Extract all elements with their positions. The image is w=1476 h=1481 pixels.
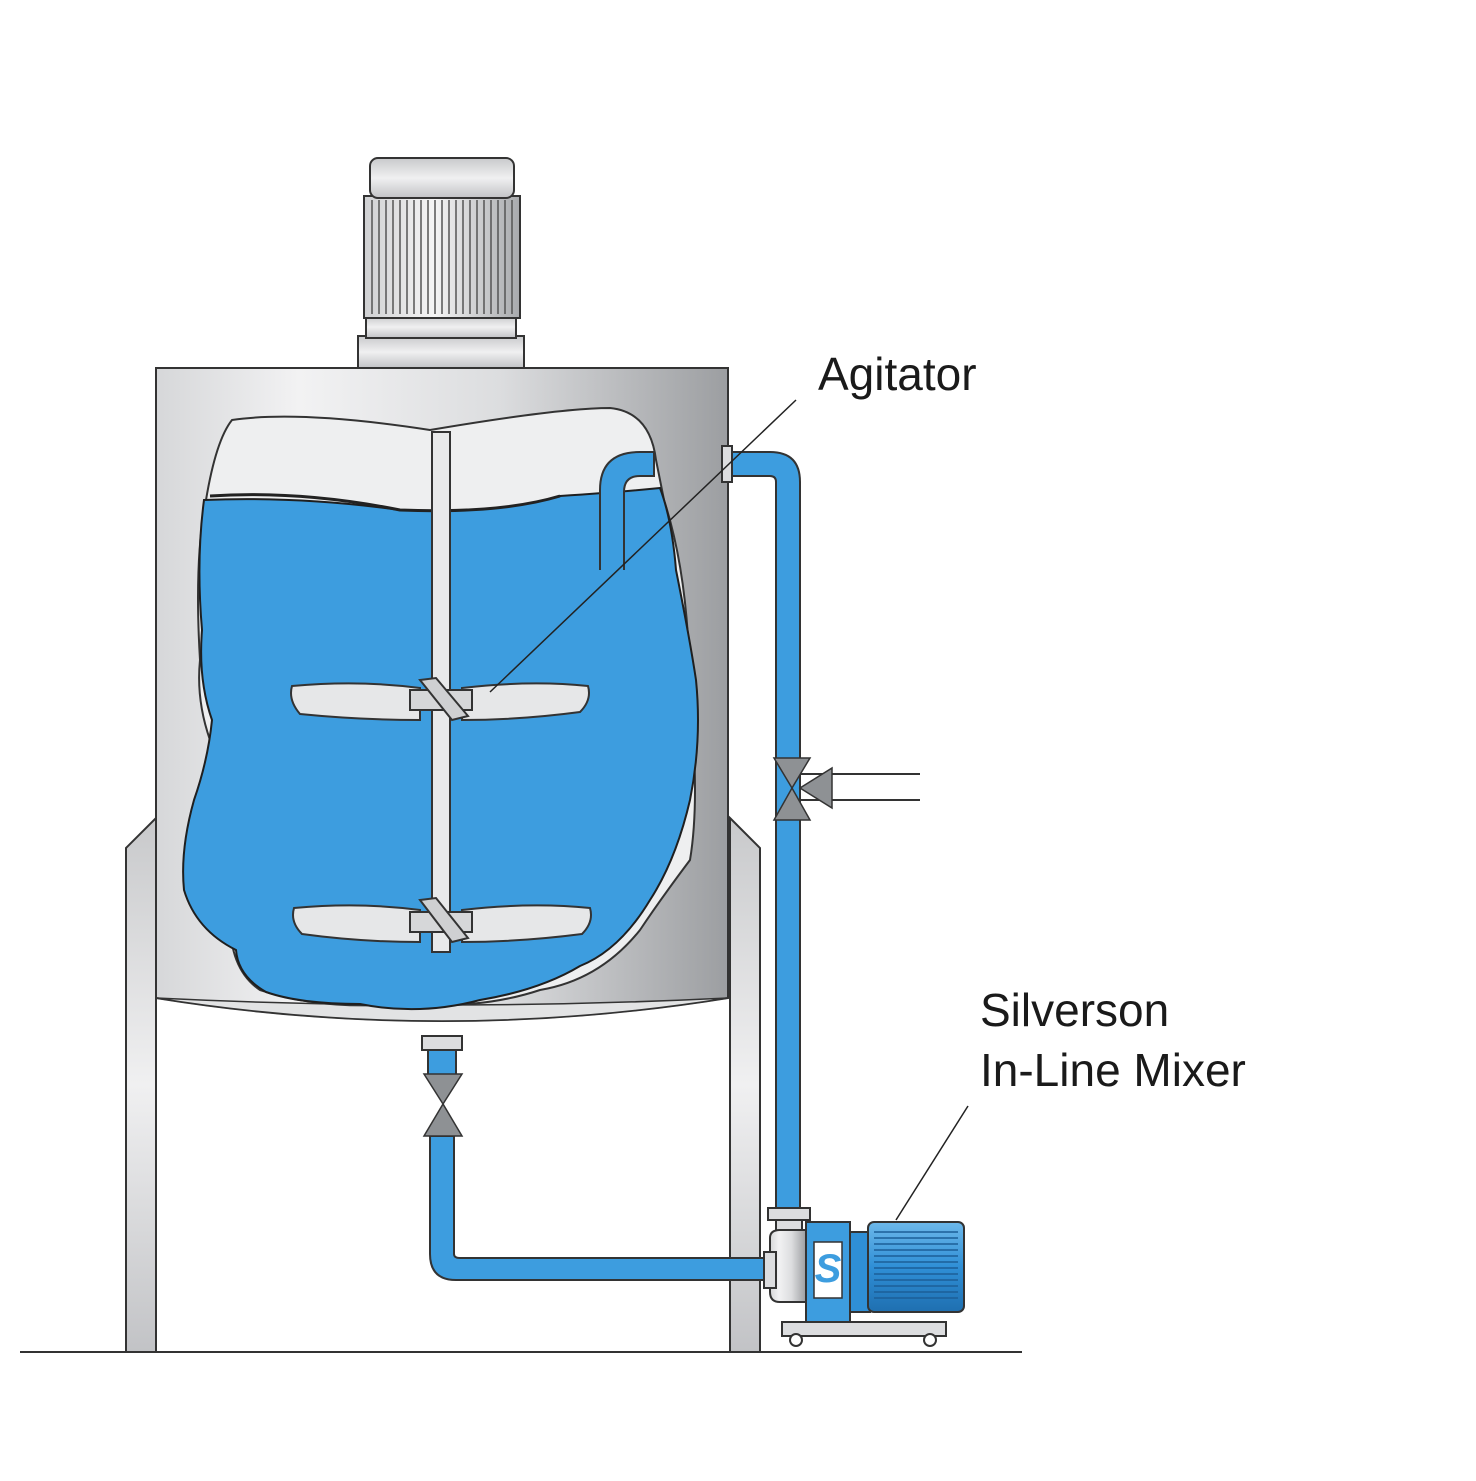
upper-impeller <box>290 676 590 722</box>
silverson-s-logo: S <box>815 1247 842 1291</box>
inline-mixer: S <box>763 1207 965 1347</box>
agitator-label: Agitator <box>818 348 977 400</box>
tank-outlet-flange <box>421 1035 463 1051</box>
mixer-label-line-1: Silverson <box>980 984 1170 1036</box>
left-leg <box>125 815 157 1353</box>
right-leg <box>729 815 761 1353</box>
suction-line <box>429 1135 771 1281</box>
tank-nozzle-flange <box>721 445 733 483</box>
lower-impeller <box>292 896 592 944</box>
butterfly-valve-icon <box>422 757 833 1137</box>
agitator-motor-icon <box>357 157 525 369</box>
mixer-label-line-2: In-Line Mixer <box>980 1044 1246 1096</box>
agitator-leader-line <box>489 399 797 693</box>
mixer-leader-line <box>895 1105 969 1221</box>
liquid-surface-edge <box>209 493 561 513</box>
tank-legs <box>125 815 761 1353</box>
return-dip-pipe <box>599 451 655 570</box>
tank <box>155 367 729 1022</box>
